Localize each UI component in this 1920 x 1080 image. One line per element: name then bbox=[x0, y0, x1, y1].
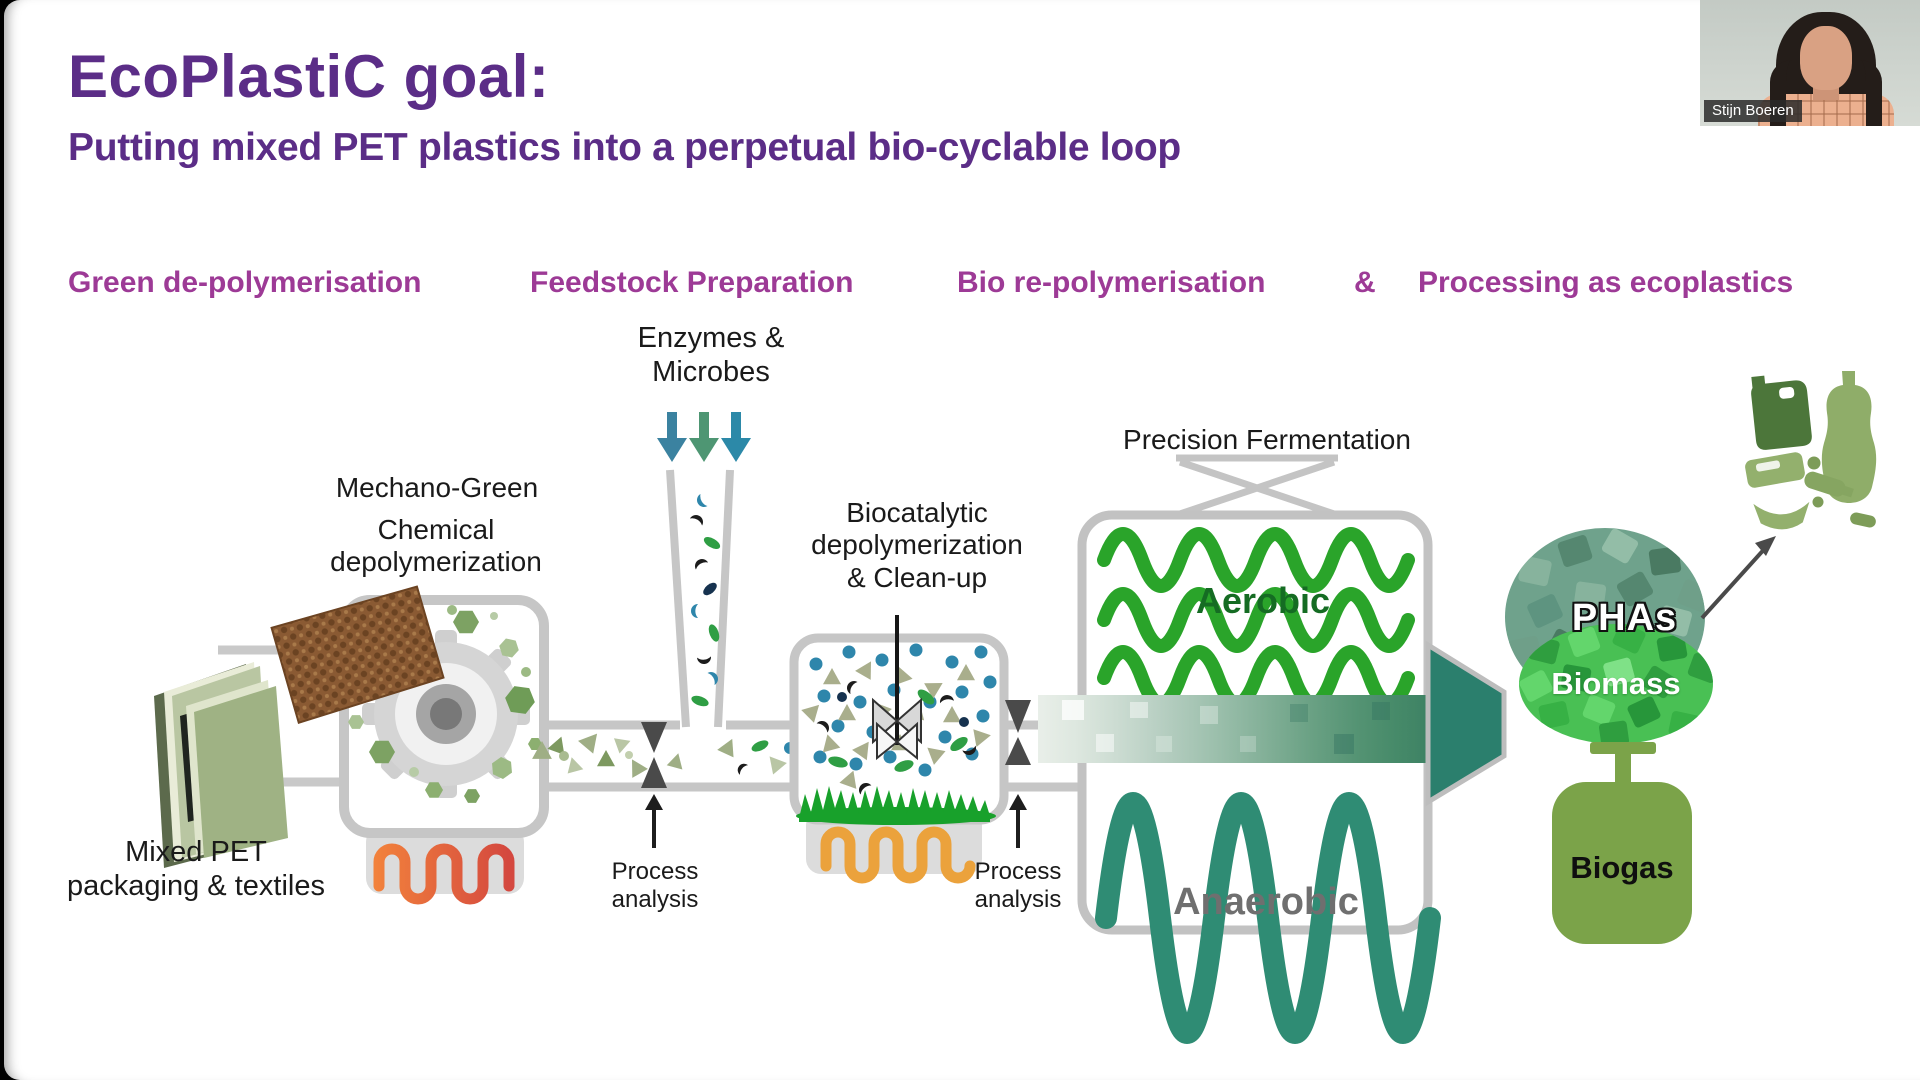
stage-ampersand: & bbox=[1354, 266, 1376, 299]
stirrer-icon bbox=[872, 615, 922, 761]
webcam-video-tile[interactable]: Stijn Boeren bbox=[1700, 0, 1920, 126]
page-title: EcoPlastiC goal: bbox=[68, 43, 550, 110]
valve-icon-2 bbox=[1005, 700, 1031, 765]
process-flow-diagram bbox=[154, 371, 1877, 1044]
participant-name-badge: Stijn Boeren bbox=[1704, 100, 1802, 122]
reactor1-heater-base bbox=[366, 826, 524, 905]
biogas-label: Biogas bbox=[1570, 850, 1674, 885]
flow-stream-band bbox=[1038, 695, 1428, 763]
anaerobic-label: Anaerobic bbox=[1173, 881, 1359, 923]
stage-bio-repolymerisation: Bio re-polymerisation bbox=[957, 266, 1266, 299]
mixed-pet-stack bbox=[154, 662, 288, 868]
precision-fermentation-label: Precision Fermentation bbox=[1123, 424, 1411, 455]
process-analysis-arrow-2 bbox=[1009, 794, 1027, 848]
presentation-slide: EcoPlastiC goal: Putting mixed PET plast… bbox=[4, 0, 1920, 1080]
biofilm-grass bbox=[796, 786, 996, 825]
reactor2-contents bbox=[801, 643, 997, 795]
speaker-face bbox=[1800, 26, 1852, 90]
ecoplastic-products-icons bbox=[1745, 371, 1877, 530]
phas-label: PHAs bbox=[1571, 597, 1678, 639]
gear-icon bbox=[362, 630, 530, 798]
page-subtitle: Putting mixed PET plastics into a perpet… bbox=[68, 126, 1181, 169]
stage-processing-ecoplastics: Processing as ecoplastics bbox=[1418, 266, 1794, 299]
stage-green-depolymerisation: Green de-polymerisation bbox=[68, 266, 422, 299]
biomass-label: Biomass bbox=[1551, 666, 1681, 701]
fermenter-top-valve bbox=[1172, 454, 1342, 520]
heater-coil-icon-2 bbox=[820, 826, 976, 884]
aerobic-label: Aerobic bbox=[1195, 580, 1331, 621]
to-products-arrow bbox=[1700, 536, 1776, 620]
valve-icon-1 bbox=[641, 722, 667, 788]
process-analysis-arrow-1 bbox=[645, 794, 663, 848]
biogas-tank bbox=[1552, 742, 1692, 944]
enzymes-microbes-label: Enzymes &Microbes bbox=[637, 322, 785, 388]
pet-flake-particles bbox=[348, 603, 542, 803]
outlet-cone bbox=[1425, 640, 1507, 807]
enzyme-feed-arrow-icons bbox=[657, 412, 751, 462]
stage-feedstock-preparation: Feedstock Preparation bbox=[530, 266, 854, 299]
heater-coil-icon bbox=[373, 843, 515, 905]
textile-sheet bbox=[270, 585, 445, 725]
feedstock-chute bbox=[666, 469, 734, 728]
anaerobic-wave bbox=[1095, 792, 1441, 1044]
mechano-green-label: Mechano-Green bbox=[335, 472, 539, 503]
reactor2-heater-base bbox=[806, 810, 982, 884]
pipe-particles bbox=[532, 727, 796, 778]
chute-microbes bbox=[689, 493, 721, 707]
